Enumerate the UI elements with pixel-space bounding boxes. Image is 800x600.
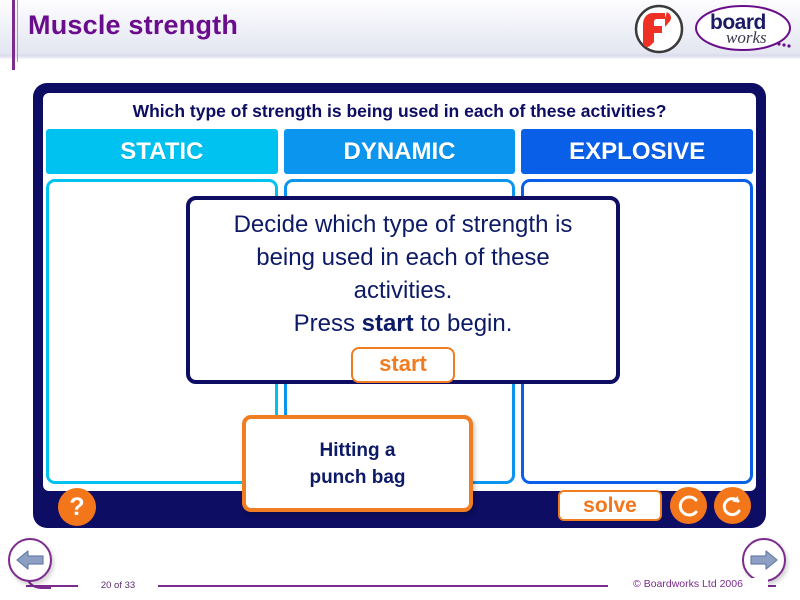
arrow-right-icon — [750, 550, 778, 570]
dialog-begin-text: to begin. — [413, 310, 513, 337]
category-header-row: STATIC DYNAMIC EXPLOSIVE — [46, 129, 754, 174]
card-line-1: Hitting a — [319, 439, 396, 461]
solve-button[interactable]: solve — [558, 490, 662, 521]
activity-card-hitting-a-punch-bag[interactable]: Hitting a punch bag — [242, 415, 473, 512]
header-divider-light — [0, 59, 800, 62]
instruction-dialog: Decide which type of strength is being u… — [186, 196, 620, 384]
footer-rule — [26, 585, 776, 587]
category-header-static: STATIC — [46, 129, 278, 174]
dialog-press-text: Press — [293, 310, 362, 337]
activity-question: Which type of strength is being used in … — [132, 100, 667, 121]
boardworks-logo: board works — [693, 3, 793, 53]
help-button[interactable]: ? — [58, 488, 96, 526]
start-button[interactable]: start — [351, 347, 455, 383]
category-header-explosive: EXPLOSIVE — [521, 129, 754, 174]
category-header-dynamic: DYNAMIC — [283, 129, 516, 174]
arrow-left-icon — [16, 550, 44, 570]
page-title: Muscle strength — [28, 10, 239, 40]
clear-button[interactable] — [670, 487, 707, 524]
undo-arrow-icon — [722, 495, 740, 516]
dialog-line-4: Press start to begin. — [294, 307, 513, 340]
left-accent-bar — [12, 0, 15, 70]
previous-slide-button[interactable] — [8, 538, 52, 582]
dialog-line-3: activities. — [353, 277, 453, 304]
flash-logo — [631, 3, 687, 55]
card-line-2: punch bag — [309, 466, 406, 488]
next-slide-button[interactable] — [742, 538, 786, 582]
left-accent-bar-thin — [17, 0, 18, 62]
dialog-line-1: Decide which type of strength is — [233, 211, 573, 238]
clear-c-icon — [678, 495, 697, 516]
dialog-start-emphasis: start — [361, 310, 414, 337]
page-indicator: 20 of 33 — [78, 580, 158, 591]
header-divider — [0, 52, 800, 59]
copyright-notice: © Boardworks Ltd 2006 — [608, 578, 768, 590]
brand-word-board: board — [710, 11, 766, 34]
undo-button[interactable] — [714, 487, 751, 524]
dialog-line-2: being used in each of these — [256, 244, 550, 271]
brand-word-works: works — [726, 28, 767, 47]
